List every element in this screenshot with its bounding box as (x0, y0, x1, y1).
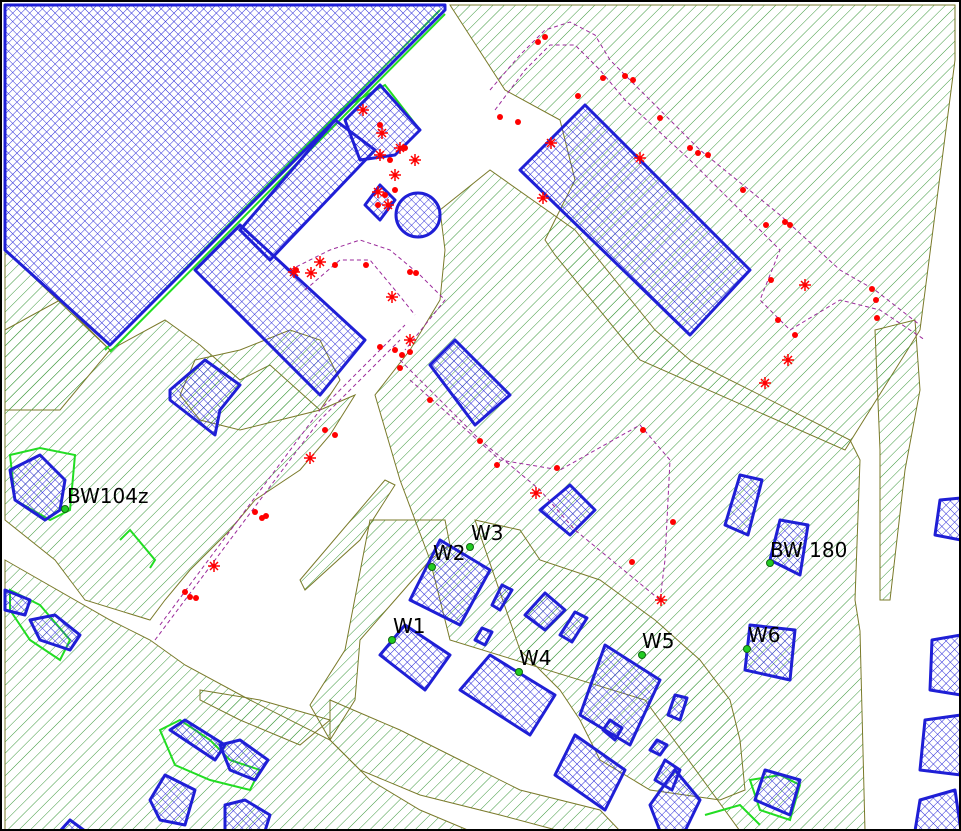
well-point-w5 (638, 651, 646, 659)
building (523, 591, 567, 632)
building (723, 473, 764, 537)
building (553, 733, 627, 812)
building (223, 798, 272, 831)
building (490, 583, 514, 612)
well-label: W5 (642, 629, 675, 653)
well-labels: BW104z W3 W2 BW 180 W1 W5 W6 W4 (67, 484, 847, 670)
red-asterisks (208, 104, 811, 606)
building (218, 738, 270, 782)
building (768, 518, 810, 577)
building (28, 613, 82, 652)
building (558, 610, 589, 644)
building (408, 538, 492, 627)
tank (394, 191, 442, 239)
well-point-w2 (428, 563, 436, 571)
building (928, 633, 961, 697)
buildings (3, 3, 961, 831)
building (518, 103, 752, 337)
well-point-w4 (515, 668, 523, 676)
building (601, 718, 624, 742)
well-label: W4 (519, 646, 552, 670)
building (168, 358, 242, 437)
building (3, 588, 32, 617)
well-label: W2 (433, 541, 466, 565)
building (666, 693, 689, 722)
building (58, 818, 87, 831)
well-markers (61, 505, 774, 676)
well-point-w1 (388, 636, 396, 644)
building (148, 773, 197, 827)
well-label: W3 (471, 521, 504, 545)
building (193, 223, 367, 397)
well-label: W1 (393, 614, 426, 638)
building (538, 483, 597, 537)
building (428, 338, 512, 427)
well-point-bw180 (766, 559, 774, 567)
well-label: BW 180 (770, 538, 847, 562)
well-label: W6 (748, 623, 781, 647)
building (648, 738, 669, 757)
red-dots (182, 34, 880, 601)
building (473, 626, 494, 647)
building-large (3, 3, 447, 347)
building (458, 653, 557, 737)
building (913, 788, 961, 831)
building (343, 83, 422, 162)
well-label: BW104z (67, 484, 148, 508)
building (648, 768, 702, 831)
well-point-bw104z (61, 505, 69, 513)
building (743, 623, 797, 682)
building (378, 623, 452, 692)
building (753, 768, 802, 817)
building (8, 453, 67, 522)
well-point-w6 (743, 645, 751, 653)
building (918, 713, 961, 777)
well-point-w3 (466, 543, 474, 551)
building (933, 496, 961, 542)
